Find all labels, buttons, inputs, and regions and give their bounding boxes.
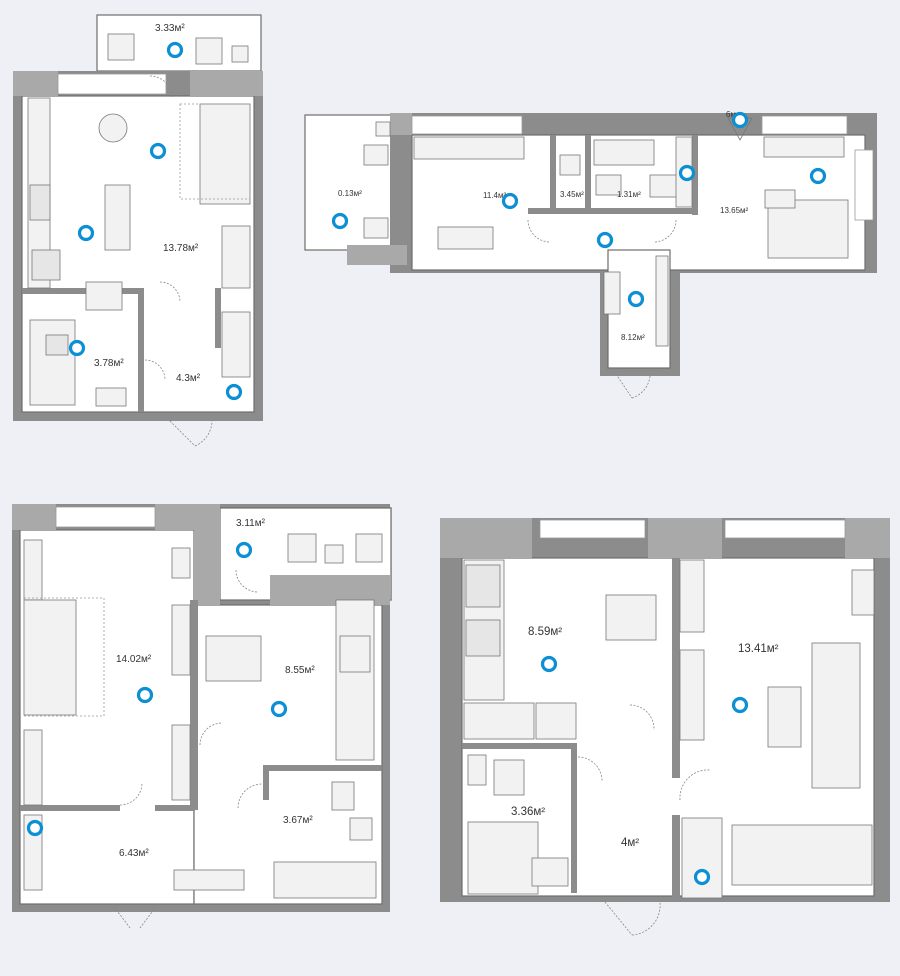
plan-3-room-bath-label: 3.67м² (283, 815, 313, 826)
plan-4-room-kitchen-label: 8.59м² (528, 626, 562, 638)
plan-2-vent-hotspot[interactable] (731, 111, 749, 129)
plan-3-room-balcony-label: 3.11м² (236, 518, 266, 529)
plan-4-room-living-label: 13.41м² (738, 643, 779, 655)
plan-1: 3.33м² 13.78м² 3.78м² 4.3м² (13, 14, 263, 447)
plan-2-room-wc-label: 3.45м² (560, 190, 584, 199)
plan-3: 3.11м² 14.02м² 8.55м² 3.67м² 6.43м² (12, 504, 392, 929)
plan-2-corridor-hotspot[interactable] (596, 231, 614, 249)
plan-2-loggia-hotspot[interactable] (331, 212, 349, 230)
plan-3-room-kitchen-label: 8.55м² (285, 665, 315, 676)
plan-2-living-hotspot[interactable] (809, 167, 827, 185)
plan-1-room-living-label: 13.78м² (163, 243, 199, 254)
plan-3-kitchen-hotspot[interactable] (270, 700, 288, 718)
plan-1-living-hotspot[interactable] (149, 142, 167, 160)
plan-4-living-hotspot[interactable] (731, 696, 749, 714)
plan-2-room-loggia-label: 0.13м² (338, 189, 362, 198)
plan-2: 0.13м² 11.4м² 3.45м² 1.31м² 13.65м² 8.12… (304, 110, 877, 399)
plan-1-room-balcony-label: 3.33м² (155, 23, 185, 34)
plan-2-room-hall-label: 8.12м² (621, 333, 645, 342)
plan-2-room-living-label: 13.65м² (720, 206, 749, 215)
plan-1-bath-hotspot[interactable] (68, 339, 86, 357)
plan-1-hall-hotspot[interactable] (225, 383, 243, 401)
plan-3-bedroom-hotspot[interactable] (136, 686, 154, 704)
plan-2-room-vent-label: 6м (726, 110, 736, 119)
plan-2-room-bath-label: 1.31м² (617, 190, 641, 199)
plan-2-room-kitchen-label: 11.4м² (483, 191, 506, 200)
plan-1-room-bath-label: 3.78м² (94, 358, 124, 369)
plan-3-room-hall-label: 6.43м² (119, 848, 149, 859)
plan-4-kitchen-hotspot[interactable] (540, 655, 558, 673)
plan-4-closet-hotspot[interactable] (693, 868, 711, 886)
plan-2-kitchen-hotspot[interactable] (501, 192, 519, 210)
plan-2-closet-hotspot[interactable] (678, 164, 696, 182)
plan-1-room-hall-label: 4.3м² (176, 373, 201, 384)
plan-1-balcony-hotspot[interactable] (166, 41, 184, 59)
plan-4: 8.59м² 13.41м² 3.36м² 4м² (440, 518, 890, 936)
plan-3-closet-hotspot[interactable] (26, 819, 44, 837)
plan-3-balcony-hotspot[interactable] (235, 541, 253, 559)
plan-4-room-hall-label: 4м² (621, 837, 639, 849)
plan-2-hall-hotspot[interactable] (627, 290, 645, 308)
plan-3-room-bedroom-label: 14.02м² (116, 654, 152, 665)
plan-1-kitchen-hotspot[interactable] (77, 224, 95, 242)
plan-4-room-bath-label: 3.36м² (511, 806, 545, 818)
